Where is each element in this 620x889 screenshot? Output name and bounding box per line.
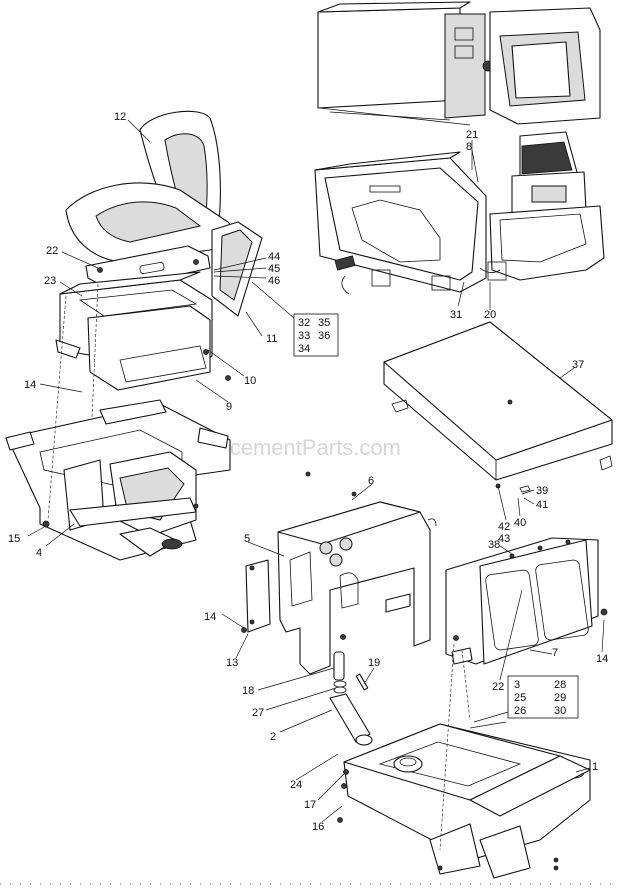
box-b-item: 29 xyxy=(554,692,566,704)
box-b-item: 26 xyxy=(514,705,526,717)
label-14-left: 14 xyxy=(24,379,36,391)
part-group-box-a: 32 35 33 36 34 xyxy=(251,281,339,357)
leader-lines xyxy=(27,119,605,823)
label-43: 43 xyxy=(498,533,510,545)
label-20: 20 xyxy=(484,309,496,321)
label-4: 4 xyxy=(36,547,42,559)
label-5: 5 xyxy=(244,533,250,545)
box-a-item: 35 xyxy=(318,317,330,329)
label-8: 8 xyxy=(466,141,472,153)
label-11: 11 xyxy=(266,333,277,345)
label-12: 12 xyxy=(114,111,126,123)
label-16: 16 xyxy=(312,821,324,833)
label-15: 15 xyxy=(8,533,20,545)
label-18: 18 xyxy=(242,685,254,697)
label-38: 38 xyxy=(488,539,500,551)
box-a-item: 34 xyxy=(298,343,310,355)
box-a-item: 33 xyxy=(298,330,310,342)
steering-pipe xyxy=(329,651,373,746)
label-1: 1 xyxy=(592,761,598,773)
label-24: 24 xyxy=(290,779,302,791)
main-frame xyxy=(337,723,591,879)
seat-frame xyxy=(5,399,231,561)
label-42: 42 xyxy=(498,521,510,533)
label-41: 41 xyxy=(536,499,548,511)
label-23: 23 xyxy=(44,275,56,287)
label-13: 13 xyxy=(226,657,238,669)
label-31: 31 xyxy=(450,309,462,321)
label-14-right: 14 xyxy=(596,653,608,665)
seat-support-box xyxy=(55,271,231,391)
label-27: 27 xyxy=(252,707,264,719)
label-37: 37 xyxy=(572,359,584,371)
label-17: 17 xyxy=(304,799,316,811)
label-22-frame: 22 xyxy=(492,681,504,693)
box-a-item: 32 xyxy=(298,317,310,329)
part-labels: 12 22 23 44 45 46 11 10 9 14 15 4 5 6 14… xyxy=(8,111,608,833)
label-10: 10 xyxy=(244,375,256,387)
label-44: 44 xyxy=(268,251,280,263)
top-control-housing xyxy=(317,1,601,126)
label-21: 21 xyxy=(466,129,478,141)
center-panel-assembly xyxy=(241,471,437,675)
cover-panel xyxy=(383,321,613,493)
label-45: 45 xyxy=(268,263,280,275)
box-a-item: 36 xyxy=(318,330,330,342)
box-b-item: 28 xyxy=(554,679,566,691)
part-group-box-b: 3 28 25 29 26 30 xyxy=(507,675,579,719)
label-14-center: 14 xyxy=(204,611,216,623)
label-22-seat: 22 xyxy=(46,245,58,257)
engine-cabinet-assembly xyxy=(314,131,605,295)
box-b-item: 3 xyxy=(514,679,520,691)
label-46: 46 xyxy=(268,275,280,287)
label-39: 39 xyxy=(536,485,548,497)
box-b-item: 30 xyxy=(554,705,566,717)
label-19: 19 xyxy=(368,657,380,669)
seat xyxy=(65,110,233,296)
side-panel-frame xyxy=(445,537,608,665)
label-9: 9 xyxy=(226,401,232,413)
label-2: 2 xyxy=(270,731,276,743)
label-7: 7 xyxy=(552,647,558,659)
box-b-item: 25 xyxy=(514,692,526,704)
label-40: 40 xyxy=(514,517,526,529)
label-6: 6 xyxy=(368,475,374,487)
